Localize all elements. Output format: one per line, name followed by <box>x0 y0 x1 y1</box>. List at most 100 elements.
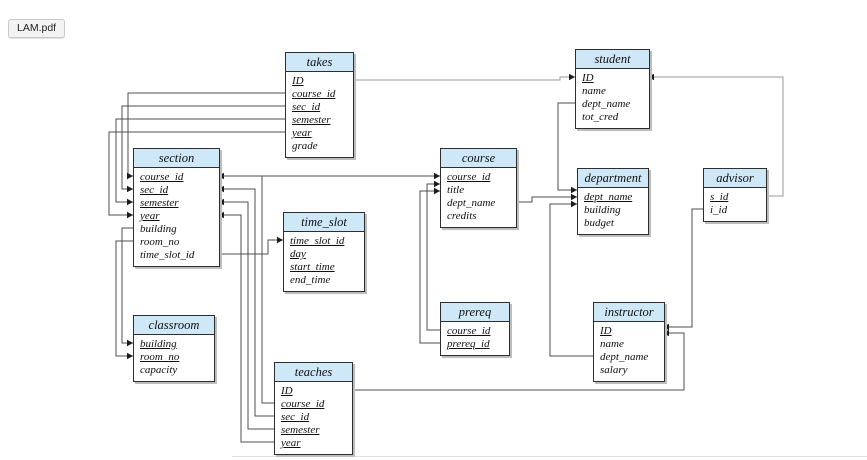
arrowhead-icon <box>127 211 133 219</box>
field-instructor-salary: salary <box>600 364 628 376</box>
table-title-time_slot: time_slot <box>284 213 364 232</box>
field-course-title: title <box>447 184 465 196</box>
arrowhead-icon <box>663 323 669 331</box>
page-edge-line <box>232 456 867 457</box>
field-advisor-i_id: i_id <box>710 204 728 216</box>
arrowhead-icon <box>127 352 133 360</box>
arrowhead-icon <box>569 73 575 81</box>
field-takes-semester: semester <box>292 114 331 126</box>
field-classroom-room_no: room_no <box>140 351 180 363</box>
table-title-section: section <box>134 149 219 168</box>
table-title-teaches: teaches <box>275 363 352 382</box>
field-teaches-ID: ID <box>281 385 293 397</box>
arrowhead-icon <box>218 172 224 180</box>
field-instructor-ID: ID <box>600 325 612 337</box>
relationship-advisor.i_id-to-instructor.ID <box>663 208 703 331</box>
relationship-prereq.course_id-to-course.course_id <box>426 180 440 331</box>
field-classroom-capacity: capacity <box>140 364 178 376</box>
relationship-takes.semester-to-section.semester <box>115 118 285 206</box>
relationship-teaches.semester-to-section.semester <box>218 198 274 430</box>
relationship-takes.sec_id-to-section.sec_id <box>121 105 285 193</box>
arrowhead-icon <box>277 236 283 244</box>
arrowhead-icon <box>127 185 133 193</box>
relationship-takes.year-to-section.year <box>108 131 285 219</box>
field-student-dept_name: dept_name <box>582 98 631 110</box>
relationship-section.room_no-to-classroom.room_no <box>115 240 133 360</box>
field-student-name: name <box>582 85 606 97</box>
field-prereq-prereq_id: prereq_id <box>447 338 490 350</box>
arrowhead-icon <box>571 186 577 194</box>
arrowhead-icon <box>127 339 133 347</box>
relationship-teaches.year-to-section.year <box>218 211 274 443</box>
field-prereq-course_id: course_id <box>447 325 491 337</box>
arrowhead-icon <box>663 329 669 337</box>
field-department-budget: budget <box>584 217 614 229</box>
arrowhead-icon <box>571 200 577 208</box>
field-takes-grade: grade <box>292 140 318 152</box>
table-title-classroom: classroom <box>134 316 214 335</box>
table-title-instructor: instructor <box>594 303 664 322</box>
field-teaches-sec_id: sec_id <box>281 411 310 423</box>
arrowhead-icon <box>127 198 133 206</box>
relationship-teaches.ID-to-instructor.ID <box>351 329 685 391</box>
field-student-ID: ID <box>582 72 594 84</box>
field-section-semester: semester <box>140 197 179 209</box>
field-classroom-building: building <box>140 338 177 350</box>
arrowhead-icon <box>218 185 224 193</box>
field-teaches-year: year <box>281 437 301 449</box>
field-advisor-s_id: s_id <box>710 191 729 203</box>
arrowhead-icon <box>571 193 577 201</box>
arrowhead-icon <box>648 73 654 81</box>
table-title-prereq: prereq <box>441 303 509 322</box>
field-teaches-semester: semester <box>281 424 320 436</box>
pdf-file-tab[interactable]: LAM.pdf <box>8 19 66 38</box>
table-title-student: student <box>576 50 649 69</box>
field-section-room_no: room_no <box>140 236 180 248</box>
relationship-takes.course_id-to-section.course_id <box>127 92 285 180</box>
arrowhead-icon <box>434 172 440 180</box>
relationship-section.building-to-classroom.building <box>121 227 133 347</box>
relationship-takes.ID-to-student.ID <box>352 73 575 81</box>
table-title-takes: takes <box>286 53 353 72</box>
arrowhead-icon <box>434 187 440 195</box>
table-title-department: department <box>578 169 648 188</box>
relationship-teaches.sec_id-to-section.sec_id <box>218 185 274 417</box>
relationship-section.time_slot_id-to-time_slot.time_slot_id <box>218 236 283 255</box>
field-section-sec_id: sec_id <box>140 184 169 196</box>
field-takes-year: year <box>292 127 312 139</box>
table-title-course: course <box>441 149 516 168</box>
relationship-prereq.prereq_id-to-course.course_id <box>419 187 440 344</box>
field-section-time_slot_id: time_slot_id <box>140 249 195 261</box>
field-section-course_id: course_id <box>140 171 184 183</box>
arrowhead-icon <box>434 180 440 188</box>
field-department-dept_name: dept_name <box>584 191 633 203</box>
field-takes-ID: ID <box>292 75 304 87</box>
field-time_slot-time_slot_id: time_slot_id <box>290 235 345 247</box>
field-instructor-name: name <box>600 338 624 350</box>
field-student-tot_cred: tot_cred <box>582 111 619 123</box>
arrowhead-icon <box>218 211 224 219</box>
field-course-course_id: course_id <box>447 171 491 183</box>
field-takes-sec_id: sec_id <box>292 101 321 113</box>
table-title-advisor: advisor <box>704 169 766 188</box>
arrowhead-icon <box>218 198 224 206</box>
relationship-instructor.dept_name-to-department.dept_name <box>549 200 593 357</box>
field-teaches-course_id: course_id <box>281 398 325 410</box>
